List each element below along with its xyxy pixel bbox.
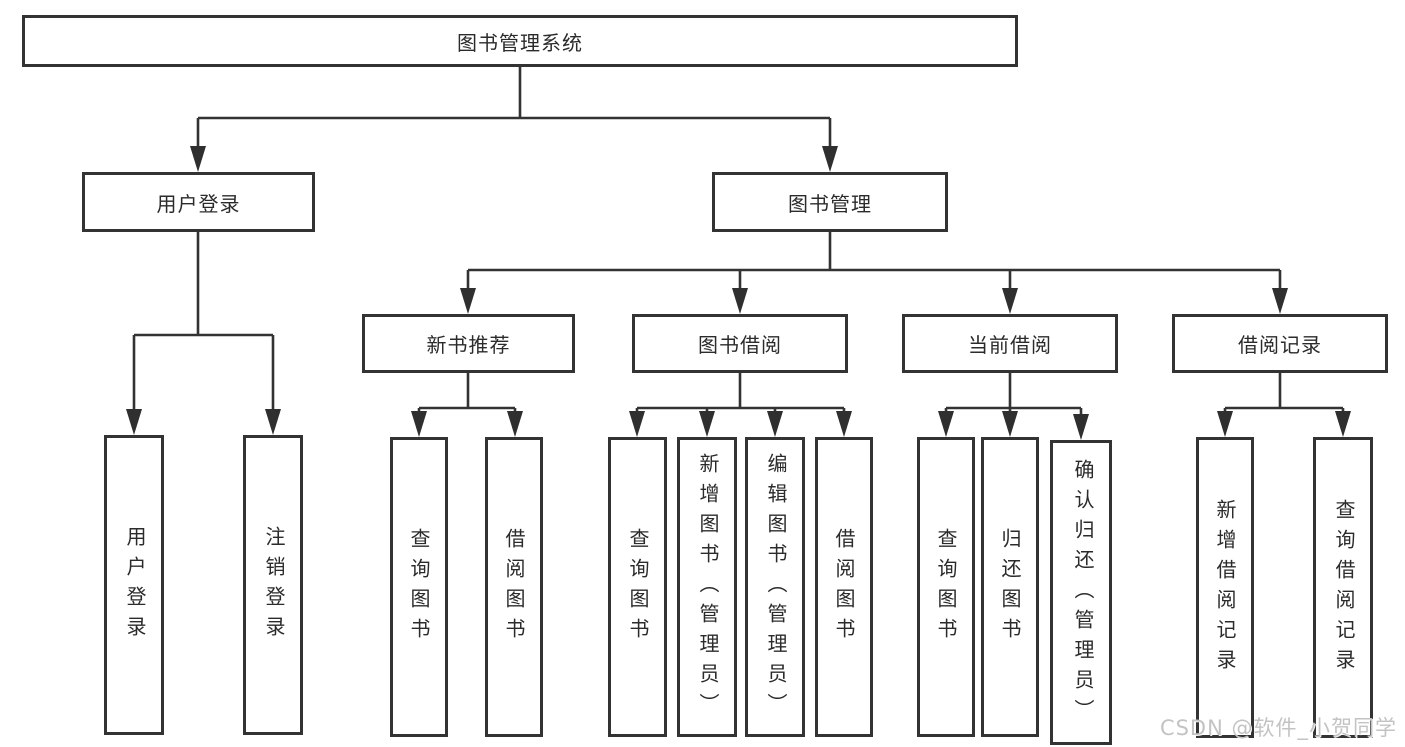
leaf-borrowing-query-books: 查询图书 xyxy=(608,437,667,737)
leaf-logout: 注销登录 xyxy=(243,435,303,735)
leaf-borrowing-add-books-admin: 新增图书（管理员） xyxy=(677,437,737,737)
node-user-login: 用户登录 xyxy=(82,172,315,232)
leaf-current-confirm-return-admin: 确认归还（管理员） xyxy=(1050,440,1112,745)
leaf-newbook-query-books: 查询图书 xyxy=(390,437,448,737)
leaf-borrowing-borrow-books: 借阅图书 xyxy=(815,437,873,737)
leaf-borrowing-edit-books-admin: 编辑图书（管理员） xyxy=(745,437,805,737)
node-current-borrowing: 当前借阅 xyxy=(902,314,1118,373)
leaf-user-login: 用户登录 xyxy=(104,435,164,735)
connector-lines xyxy=(132,67,1345,415)
node-new-book-recommend: 新书推荐 xyxy=(362,314,575,373)
arrowhead-icons xyxy=(126,146,1351,440)
node-book-borrowing: 图书借阅 xyxy=(632,314,848,373)
leaf-current-return-books: 归还图书 xyxy=(981,437,1039,737)
leaf-current-query-books: 查询图书 xyxy=(917,437,975,737)
leaf-records-add-borrow-record: 新增借阅记录 xyxy=(1196,437,1254,738)
node-book-management-system: 图书管理系统 xyxy=(22,15,1018,67)
leaf-newbook-borrow-books: 借阅图书 xyxy=(485,437,543,737)
node-book-management: 图书管理 xyxy=(712,172,948,232)
node-borrowing-records: 借阅记录 xyxy=(1172,314,1388,373)
leaf-records-query-borrow-record: 查询借阅记录 xyxy=(1313,437,1373,738)
